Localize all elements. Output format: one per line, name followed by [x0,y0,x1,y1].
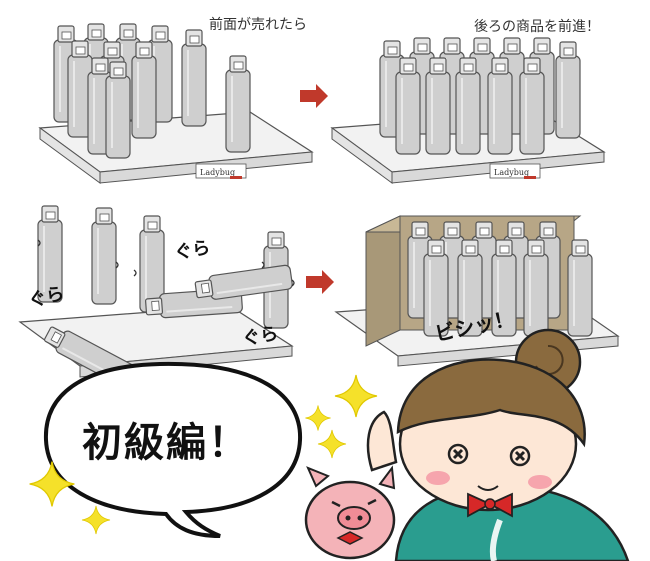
shelf-tag-label: Ladybug [494,168,529,177]
caption-move-forward: 後ろの商品を前進！ [474,19,600,35]
divider-box-side [365,215,401,347]
shelf-tag-label: Ladybug [200,168,235,177]
speech-bubble [43,361,303,538]
caption-front-sold: 前面が売れたら [209,17,307,33]
arrow-right-icon [300,84,328,108]
pig-mascot [304,465,396,560]
sparkle-icon [81,505,111,535]
sparkle-icon [334,374,378,418]
hair [396,358,586,448]
arrow-right-icon [306,270,334,294]
pointing-hand [366,410,398,472]
sparkle-icon [305,405,331,431]
bow-icon [467,492,513,518]
shelf-price-tag [489,163,541,179]
shelf-price-tag [195,163,247,179]
panel-before-sale: Ladybug [38,23,314,184]
panel-after-restock: Ladybug [330,37,606,184]
speech-bubble-text: 初級編！ [82,420,250,466]
girl-character [366,328,630,561]
panel-snapped-alignment [334,215,620,367]
sparkle-icon [317,429,347,459]
